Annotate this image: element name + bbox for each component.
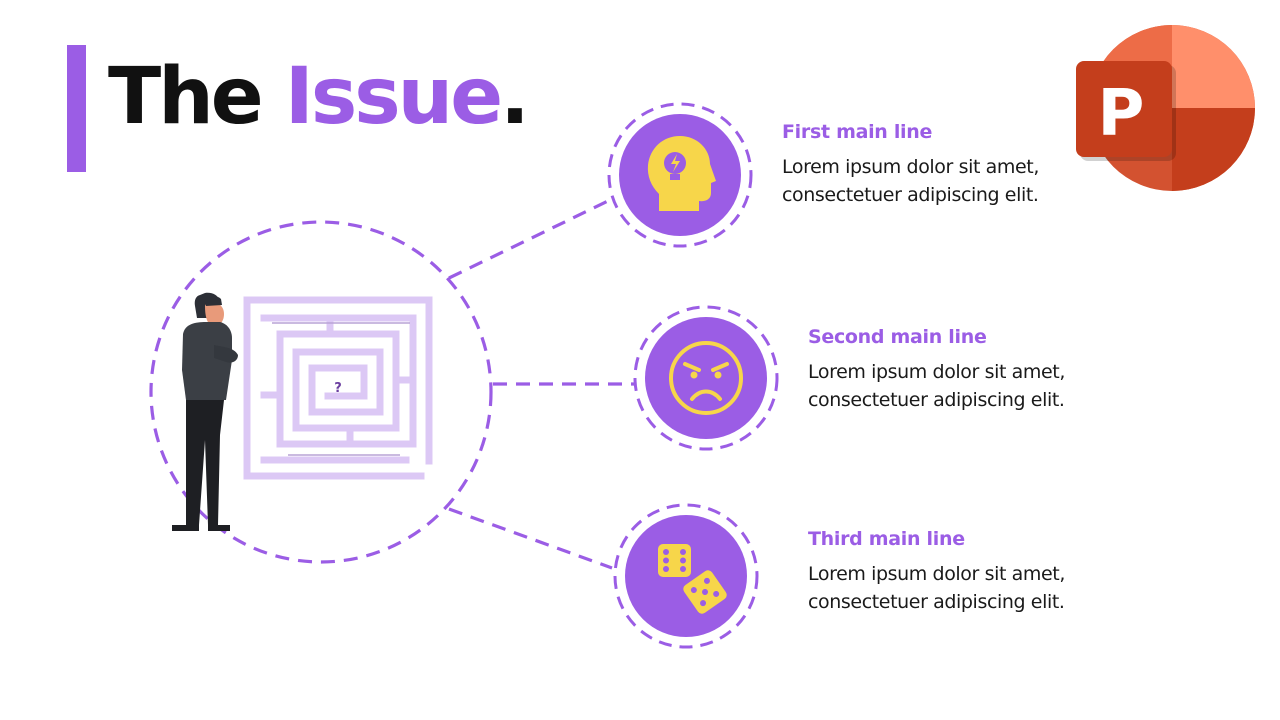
angry-face-icon xyxy=(669,341,743,415)
icon-circle-2 xyxy=(633,305,779,451)
powerpoint-logo-icon: P xyxy=(1076,25,1255,191)
main-line-item-3: Third main line Lorem ipsum dolor sit am… xyxy=(808,528,1065,616)
title-text: The xyxy=(108,52,285,142)
dice-icon xyxy=(658,544,727,614)
main-line-heading-3: Third main line xyxy=(808,528,965,550)
main-dashed-circle xyxy=(149,220,493,564)
main-line-heading-1: First main line xyxy=(782,121,933,143)
main-line-text-1: Lorem ipsum dolor sit amet, consectetuer… xyxy=(782,153,1039,209)
maze-question-mark: ? xyxy=(334,381,342,396)
angry-face-left-eye xyxy=(690,371,698,379)
main-line-item-2: Second main line Lorem ipsum dolor sit a… xyxy=(808,326,1065,414)
connector-line-3 xyxy=(448,507,613,570)
main-line-text-2: Lorem ipsum dolor sit amet, consectetuer… xyxy=(808,358,1065,414)
man-figure-illustration xyxy=(172,292,238,531)
icon-circle-1 xyxy=(607,102,753,248)
main-line-heading-2: Second main line xyxy=(808,326,987,348)
main-line-text-1-line-2: consectetuer adipiscing elit. xyxy=(782,184,1039,206)
powerpoint-logo-letter: P xyxy=(1098,77,1145,151)
main-line-text-3: Lorem ipsum dolor sit amet, consectetuer… xyxy=(808,560,1065,616)
slide-title: The Issue. xyxy=(108,58,530,136)
connector-line-1 xyxy=(448,198,611,280)
title-highlight: Issue xyxy=(284,52,503,142)
maze-accent-lines xyxy=(272,322,410,456)
title-period: . xyxy=(500,52,530,142)
head-lightbulb-icon xyxy=(647,136,716,211)
icon-circle-3 xyxy=(613,503,759,649)
title-accent-bar xyxy=(67,45,86,172)
main-line-text-1-line-1: Lorem ipsum dolor sit amet, xyxy=(782,156,1039,178)
main-line-text-3-line-1: Lorem ipsum dolor sit amet, xyxy=(808,563,1065,585)
main-line-text-2-line-1: Lorem ipsum dolor sit amet, xyxy=(808,361,1065,383)
maze-illustration xyxy=(243,296,433,480)
main-line-text-3-line-2: consectetuer adipiscing elit. xyxy=(808,591,1065,613)
angry-face-right-eye xyxy=(714,371,722,379)
main-line-text-2-line-2: consectetuer adipiscing elit. xyxy=(808,389,1065,411)
main-line-item-1: First main line Lorem ipsum dolor sit am… xyxy=(782,121,1039,209)
